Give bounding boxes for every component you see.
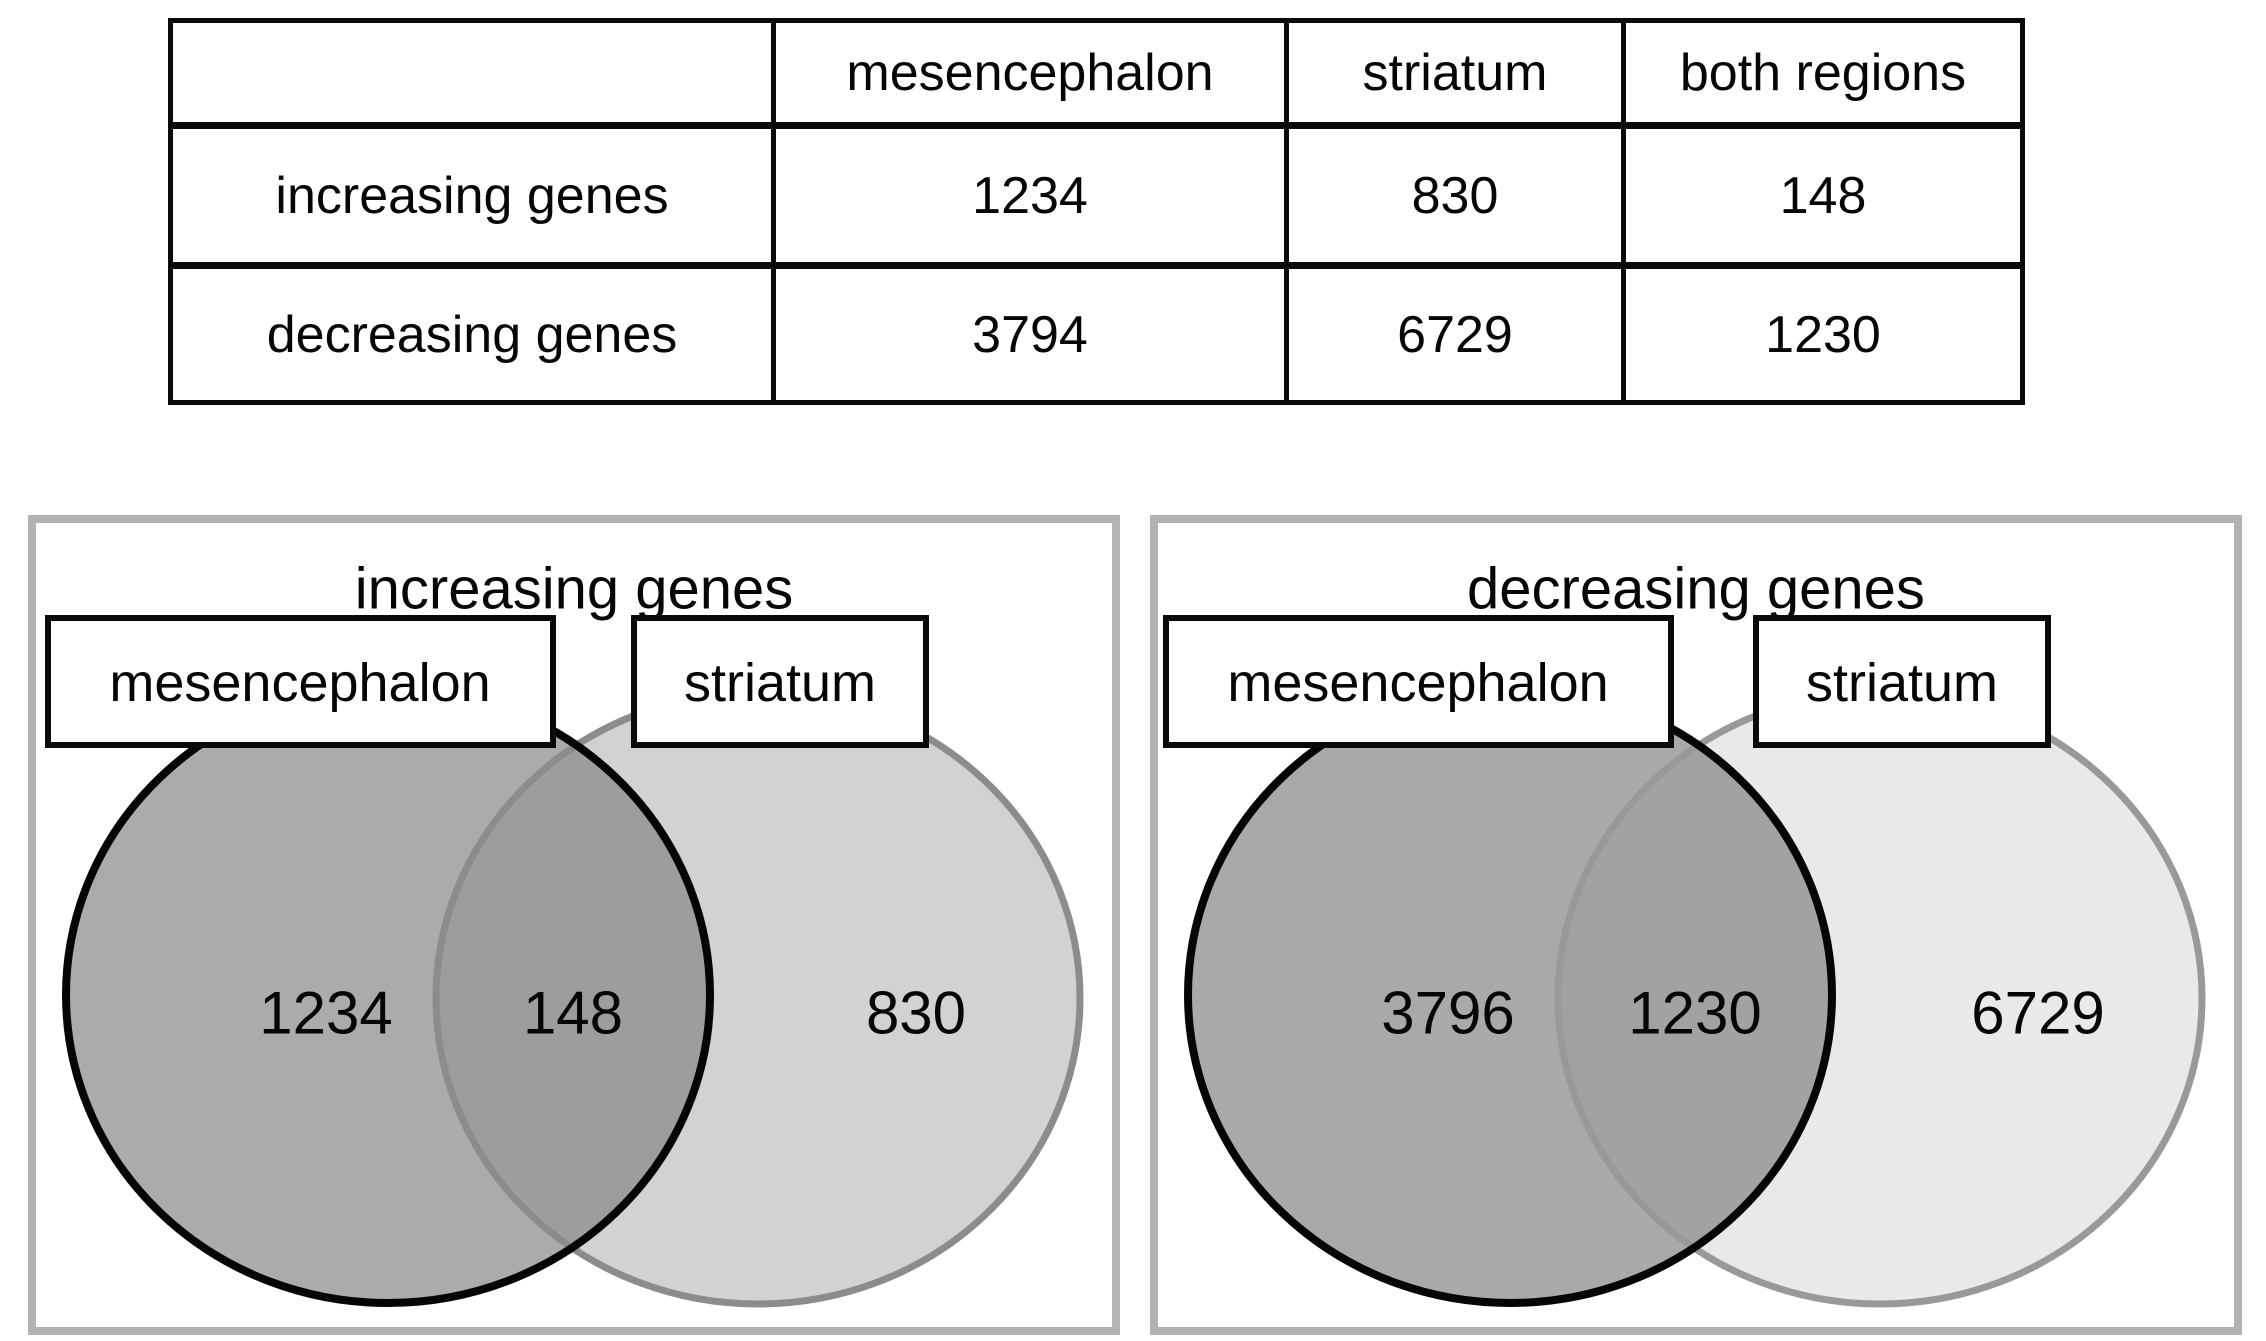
table-row-increasing: increasing genes 1234 830 148 bbox=[168, 123, 2025, 269]
left-only-count: 1234 bbox=[259, 980, 392, 1047]
gene-counts-table: mesencephalon striatum both regions incr… bbox=[168, 18, 2025, 405]
overlap-count: 1230 bbox=[1628, 980, 1761, 1047]
mesencephalon-label-box bbox=[1163, 615, 1674, 748]
venn-panel-increasing: increasing genes mesencephalon striatum … bbox=[28, 515, 1120, 1335]
table-row-decreasing: decreasing genes 3794 6729 1230 bbox=[168, 263, 2025, 405]
striatum-label: striatum bbox=[1806, 653, 1998, 713]
row-label-increasing: increasing genes bbox=[168, 123, 776, 269]
table-header-row: mesencephalon striatum both regions bbox=[168, 18, 2025, 129]
venn-diagram-increasing: increasing genes mesencephalon striatum … bbox=[45, 557, 1084, 1308]
overlap-region-fill bbox=[436, 692, 710, 1303]
overlap-count: 148 bbox=[523, 980, 623, 1047]
striatum-label: striatum bbox=[684, 653, 876, 713]
left-only-count: 3796 bbox=[1381, 980, 1514, 1047]
right-only-count: 6729 bbox=[1971, 980, 2104, 1047]
mesencephalon-label: mesencephalon bbox=[109, 653, 490, 713]
cell-decreasing-striatum: 6729 bbox=[1284, 263, 1626, 405]
striatum-label-box bbox=[631, 615, 929, 748]
venn-title: increasing genes bbox=[355, 557, 794, 622]
row-label-decreasing: decreasing genes bbox=[168, 263, 776, 405]
mesencephalon-label-box bbox=[45, 615, 556, 748]
table-header-striatum: striatum bbox=[1284, 18, 1626, 129]
cell-increasing-striatum: 830 bbox=[1284, 123, 1626, 269]
venn-diagram-decreasing: decreasing genes mesencephalon striatum … bbox=[1163, 557, 2206, 1308]
overlap-region-fill bbox=[1558, 692, 1832, 1303]
venn-panel-decreasing: decreasing genes mesencephalon striatum … bbox=[1150, 515, 2242, 1335]
striatum-label-box bbox=[1753, 615, 2051, 748]
venn-title: decreasing genes bbox=[1467, 557, 1925, 622]
cell-decreasing-both-regions: 1230 bbox=[1621, 263, 2025, 405]
table-header-empty bbox=[168, 18, 776, 129]
mesencephalon-label: mesencephalon bbox=[1227, 653, 1608, 713]
right-only-count: 830 bbox=[866, 980, 966, 1047]
cell-increasing-both-regions: 148 bbox=[1621, 123, 2025, 269]
cell-decreasing-mesencephalon: 3794 bbox=[771, 263, 1289, 405]
table-header-both-regions: both regions bbox=[1621, 18, 2025, 129]
cell-increasing-mesencephalon: 1234 bbox=[771, 123, 1289, 269]
table-header-mesencephalon: mesencephalon bbox=[771, 18, 1289, 129]
